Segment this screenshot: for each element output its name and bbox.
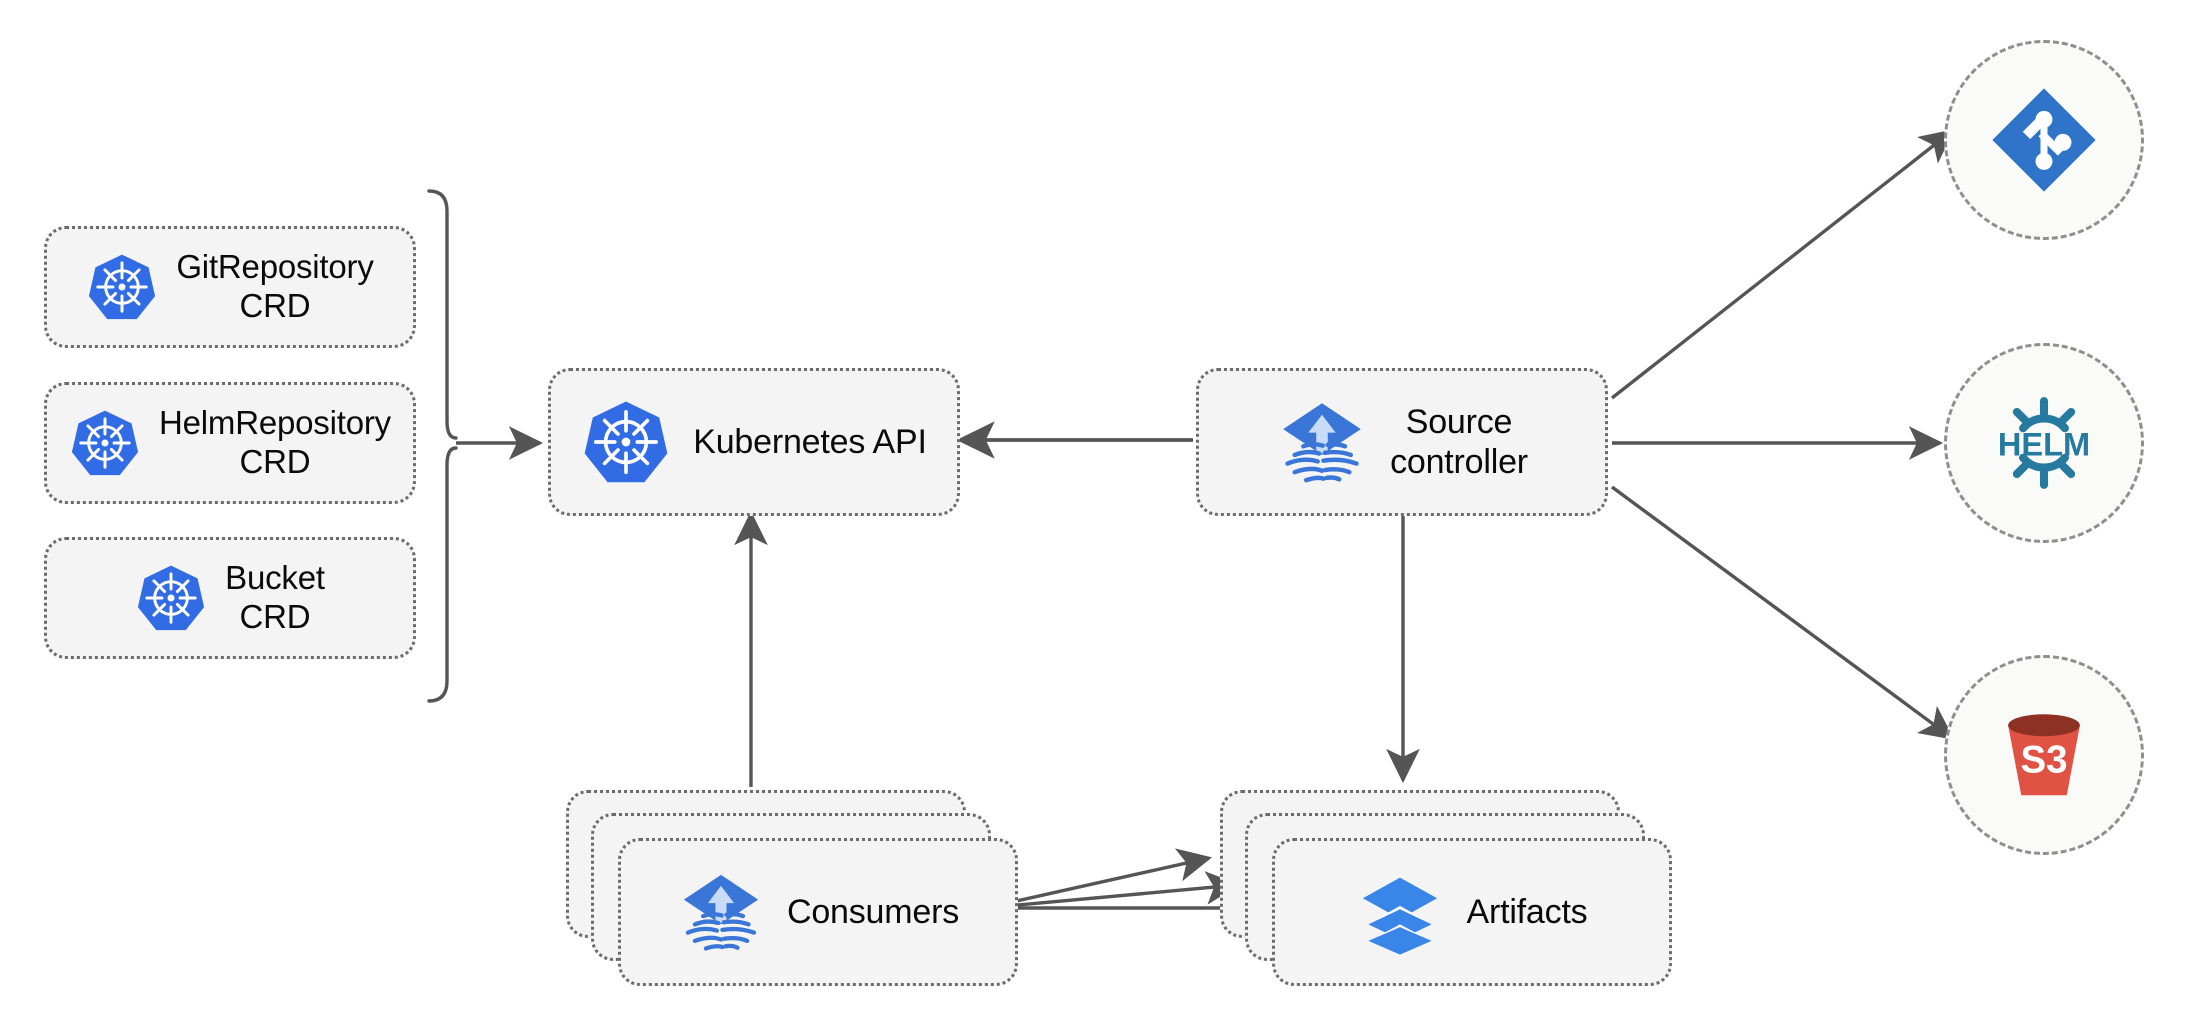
- edge-source-controller-to-s3: [1610, 485, 1955, 740]
- kubernetes-icon: [69, 407, 141, 479]
- edge-source-controller-to-git: [1610, 129, 1955, 400]
- node-source-controller[interactable]: Source controller: [1196, 368, 1608, 516]
- node-label: Consumers: [786, 892, 960, 931]
- node-label: Kubernetes API: [693, 422, 927, 461]
- crd-label: GitRepository CRD: [176, 248, 374, 324]
- crd-box-helmrepository[interactable]: HelmRepository CRD: [44, 382, 416, 504]
- helm-icon: HELM: [1982, 393, 2106, 493]
- crd-group-bracket: [427, 189, 458, 703]
- crd-label: Bucket CRD: [225, 559, 325, 635]
- node-kubernetes-api[interactable]: Kubernetes API: [548, 368, 960, 516]
- source-circle-helm[interactable]: HELM: [1944, 343, 2144, 543]
- crd-label: HelmRepository CRD: [159, 404, 391, 480]
- kubernetes-icon: [86, 251, 158, 323]
- source-circle-git[interactable]: [1944, 40, 2144, 240]
- git-icon: [1985, 81, 2103, 199]
- s3-icon: S3: [1988, 699, 2100, 811]
- crd-box-gitrepository[interactable]: GitRepository CRD: [44, 226, 416, 348]
- node-consumers[interactable]: Consumers: [618, 838, 1018, 986]
- source-circle-s3[interactable]: S3: [1944, 655, 2144, 855]
- kubernetes-icon: [581, 397, 671, 487]
- node-artifacts[interactable]: Artifacts: [1272, 838, 1672, 986]
- helm-label: HELM: [1998, 426, 2090, 462]
- flux-icon: [1276, 396, 1368, 488]
- node-label: Source controller: [1390, 402, 1528, 481]
- node-label: Artifacts: [1466, 892, 1588, 931]
- s3-label: S3: [2020, 739, 2067, 782]
- crd-box-bucket[interactable]: Bucket CRD: [44, 537, 416, 659]
- kubernetes-icon: [135, 562, 207, 634]
- flux-icon: [677, 868, 765, 956]
- layers-icon: [1356, 868, 1444, 956]
